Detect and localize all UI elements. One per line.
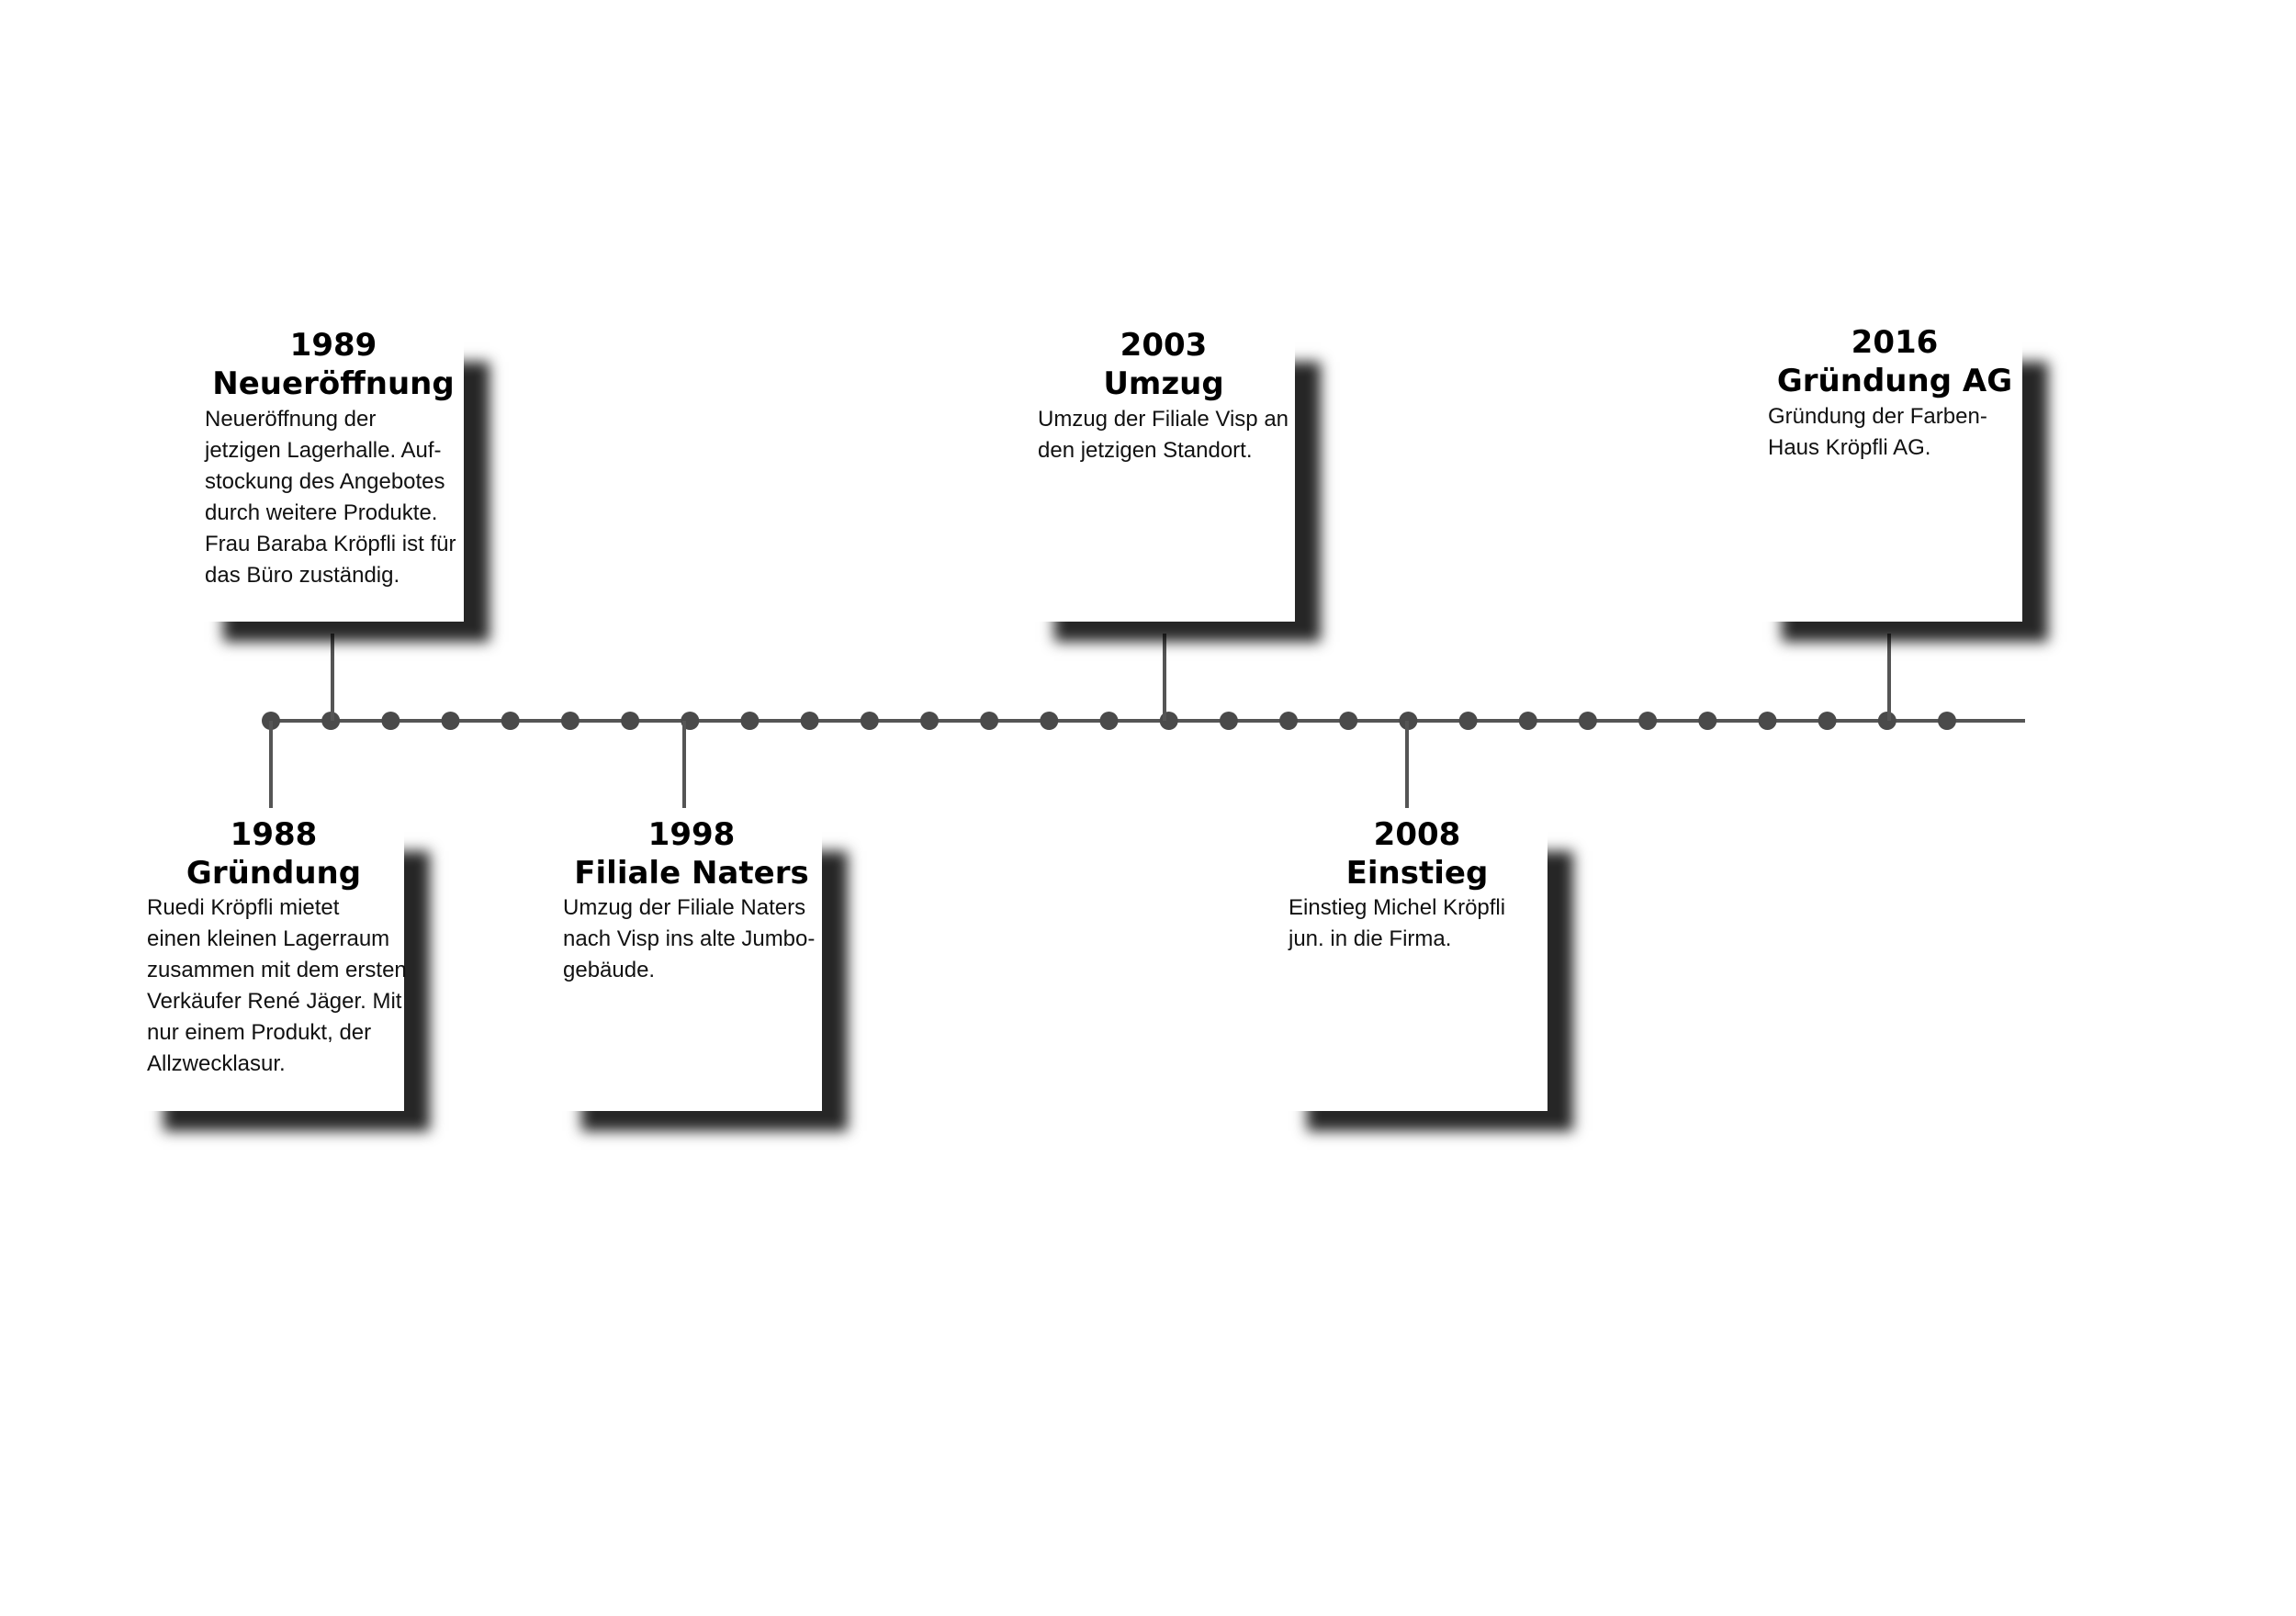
event-year-2008: 2008: [1373, 816, 1461, 853]
timeline-dot: [980, 712, 999, 730]
event-title-2003: Umzug: [1103, 365, 1224, 402]
timeline-dot: [920, 712, 939, 730]
event-body-2016: Gründung der Farben- Haus Kröpfli AG.: [1768, 404, 1987, 460]
event-year-1998: 1998: [647, 816, 736, 853]
event-card-1989: [197, 342, 464, 622]
timeline-dot: [1099, 712, 1119, 730]
timeline-dot: [1818, 712, 1837, 730]
event-body-2003: Umzug der Filiale Visp an den jetzigen S…: [1038, 407, 1289, 463]
timeline-dots: [262, 712, 1956, 730]
timeline-dot: [1938, 712, 1956, 730]
timeline-dot: [1159, 712, 1178, 730]
event-title-2008: Einstieg: [1345, 855, 1489, 892]
timeline-dot: [441, 712, 460, 730]
event-year-2003: 2003: [1120, 327, 1208, 364]
event-title-1989: Neueröffnung: [212, 365, 455, 402]
timeline-connectors: [269, 634, 1891, 808]
timeline-dot: [1877, 712, 1896, 730]
timeline-dot: [1458, 712, 1478, 730]
timeline-dot: [381, 712, 400, 730]
timeline-dot: [740, 712, 760, 730]
event-body-1998: Umzug der Filiale Naters nach Visp ins a…: [563, 895, 816, 982]
timeline-dot: [1219, 712, 1238, 730]
event-year-1989: 1989: [289, 327, 377, 364]
timeline-dot: [800, 712, 819, 730]
timeline-dot: [1638, 712, 1658, 730]
event-year-1988: 1988: [230, 816, 318, 853]
timeline-dot: [1339, 712, 1358, 730]
timeline-dot: [1578, 712, 1597, 730]
event-title-1998: Filiale Naters: [574, 855, 809, 892]
event-body-1988: Ruedi Kröpfli mietet einen kleinen Lager…: [147, 895, 407, 1076]
timeline-dot: [560, 712, 580, 730]
event-title-2016: Gründung AG: [1776, 363, 2013, 399]
event-title-1988: Gründung: [186, 855, 362, 892]
event-body-1989: Neueröffnung der jetzigen Lagerhalle. Au…: [205, 407, 456, 588]
event-card-1988: [138, 831, 404, 1111]
timeline-dot: [1040, 712, 1059, 730]
event-card-2003: [1029, 342, 1295, 622]
timeline-dot: [860, 712, 879, 730]
timeline-dot: [501, 712, 520, 730]
event-body-2008: Einstieg Michel Kröpfli jun. in die Firm…: [1289, 895, 1506, 951]
event-year-2016: 2016: [1851, 324, 1939, 361]
timeline-dot: [1518, 712, 1537, 730]
event-card-1998: [556, 831, 822, 1111]
timeline-dot: [621, 712, 640, 730]
timeline-dot: [1758, 712, 1777, 730]
timeline-dot: [1698, 712, 1717, 730]
timeline-dot: [1279, 712, 1298, 730]
event-card-2008: [1281, 831, 1548, 1111]
event-card-2016: [1756, 342, 2022, 622]
